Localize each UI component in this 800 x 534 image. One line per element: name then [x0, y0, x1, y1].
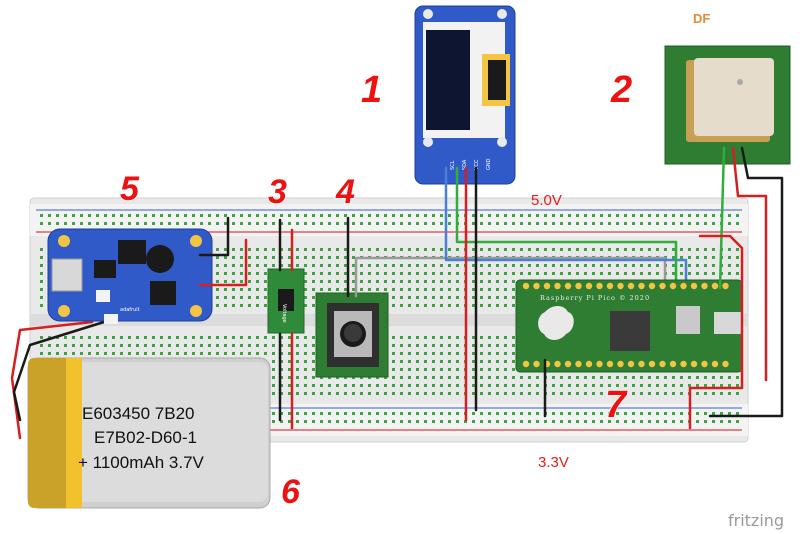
push-button — [315, 292, 389, 378]
voltage-label-3v3: 3.3V — [538, 454, 569, 471]
fritzing-logo: fritzing — [728, 511, 784, 530]
label-gps: 2 — [610, 69, 632, 111]
voltage-module: Voltage — [267, 268, 305, 334]
label-pico: 7 — [605, 384, 628, 426]
battery-black-lead — [12, 320, 106, 422]
label-battery: 6 — [281, 473, 301, 511]
label-oled: 1 — [361, 69, 382, 111]
voltage-module-label: Voltage — [281, 304, 287, 323]
gps-vcc-wire — [731, 146, 768, 382]
battery-label-line1: E603450 7B20 — [82, 404, 195, 423]
oled-display: SCL SDA VCC GND — [414, 5, 516, 185]
gps-brand: DF — [693, 11, 710, 26]
oled-scl-wire — [444, 166, 688, 285]
button-signal-wire — [354, 256, 667, 298]
power-rail-jumper — [688, 234, 744, 430]
charger-brand: adafruit — [120, 307, 140, 313]
gps-tx-wire — [718, 146, 726, 290]
oled-pin-scl: SCL — [450, 160, 456, 170]
gps-gnd-wire — [708, 146, 784, 418]
oled-pin-gnd: GND — [486, 158, 492, 170]
oled-pin-vcc: VCC — [474, 159, 480, 170]
raspberry-pi-pico: Raspberry Pi Pico © 2020 — [515, 279, 743, 373]
oled-pin-sda: SDA — [462, 159, 468, 170]
battery-label-line2: E7B02-D60-1 — [94, 428, 197, 447]
label-charger: 5 — [120, 170, 140, 208]
battery-red-lead — [10, 320, 94, 440]
oled-sda-wire — [455, 166, 678, 285]
charger-module: adafruit — [47, 228, 213, 324]
pico-label: Raspberry Pi Pico © 2020 — [540, 294, 650, 302]
charger-vout-wire — [198, 238, 248, 287]
gps-module: DF — [664, 11, 791, 165]
lipo-battery: E603450 7B20 E7B02-D60-1 + 1100mAh 3.7V — [27, 357, 271, 509]
raspberry-logo-icon — [538, 306, 574, 340]
battery-label-line3: + 1100mAh 3.7V — [78, 453, 205, 472]
charger-gnd-wire — [198, 216, 230, 257]
voltage-label-5v: 5.0V — [531, 192, 562, 209]
label-button: 4 — [335, 173, 355, 211]
label-voltage-module: 3 — [268, 173, 287, 211]
